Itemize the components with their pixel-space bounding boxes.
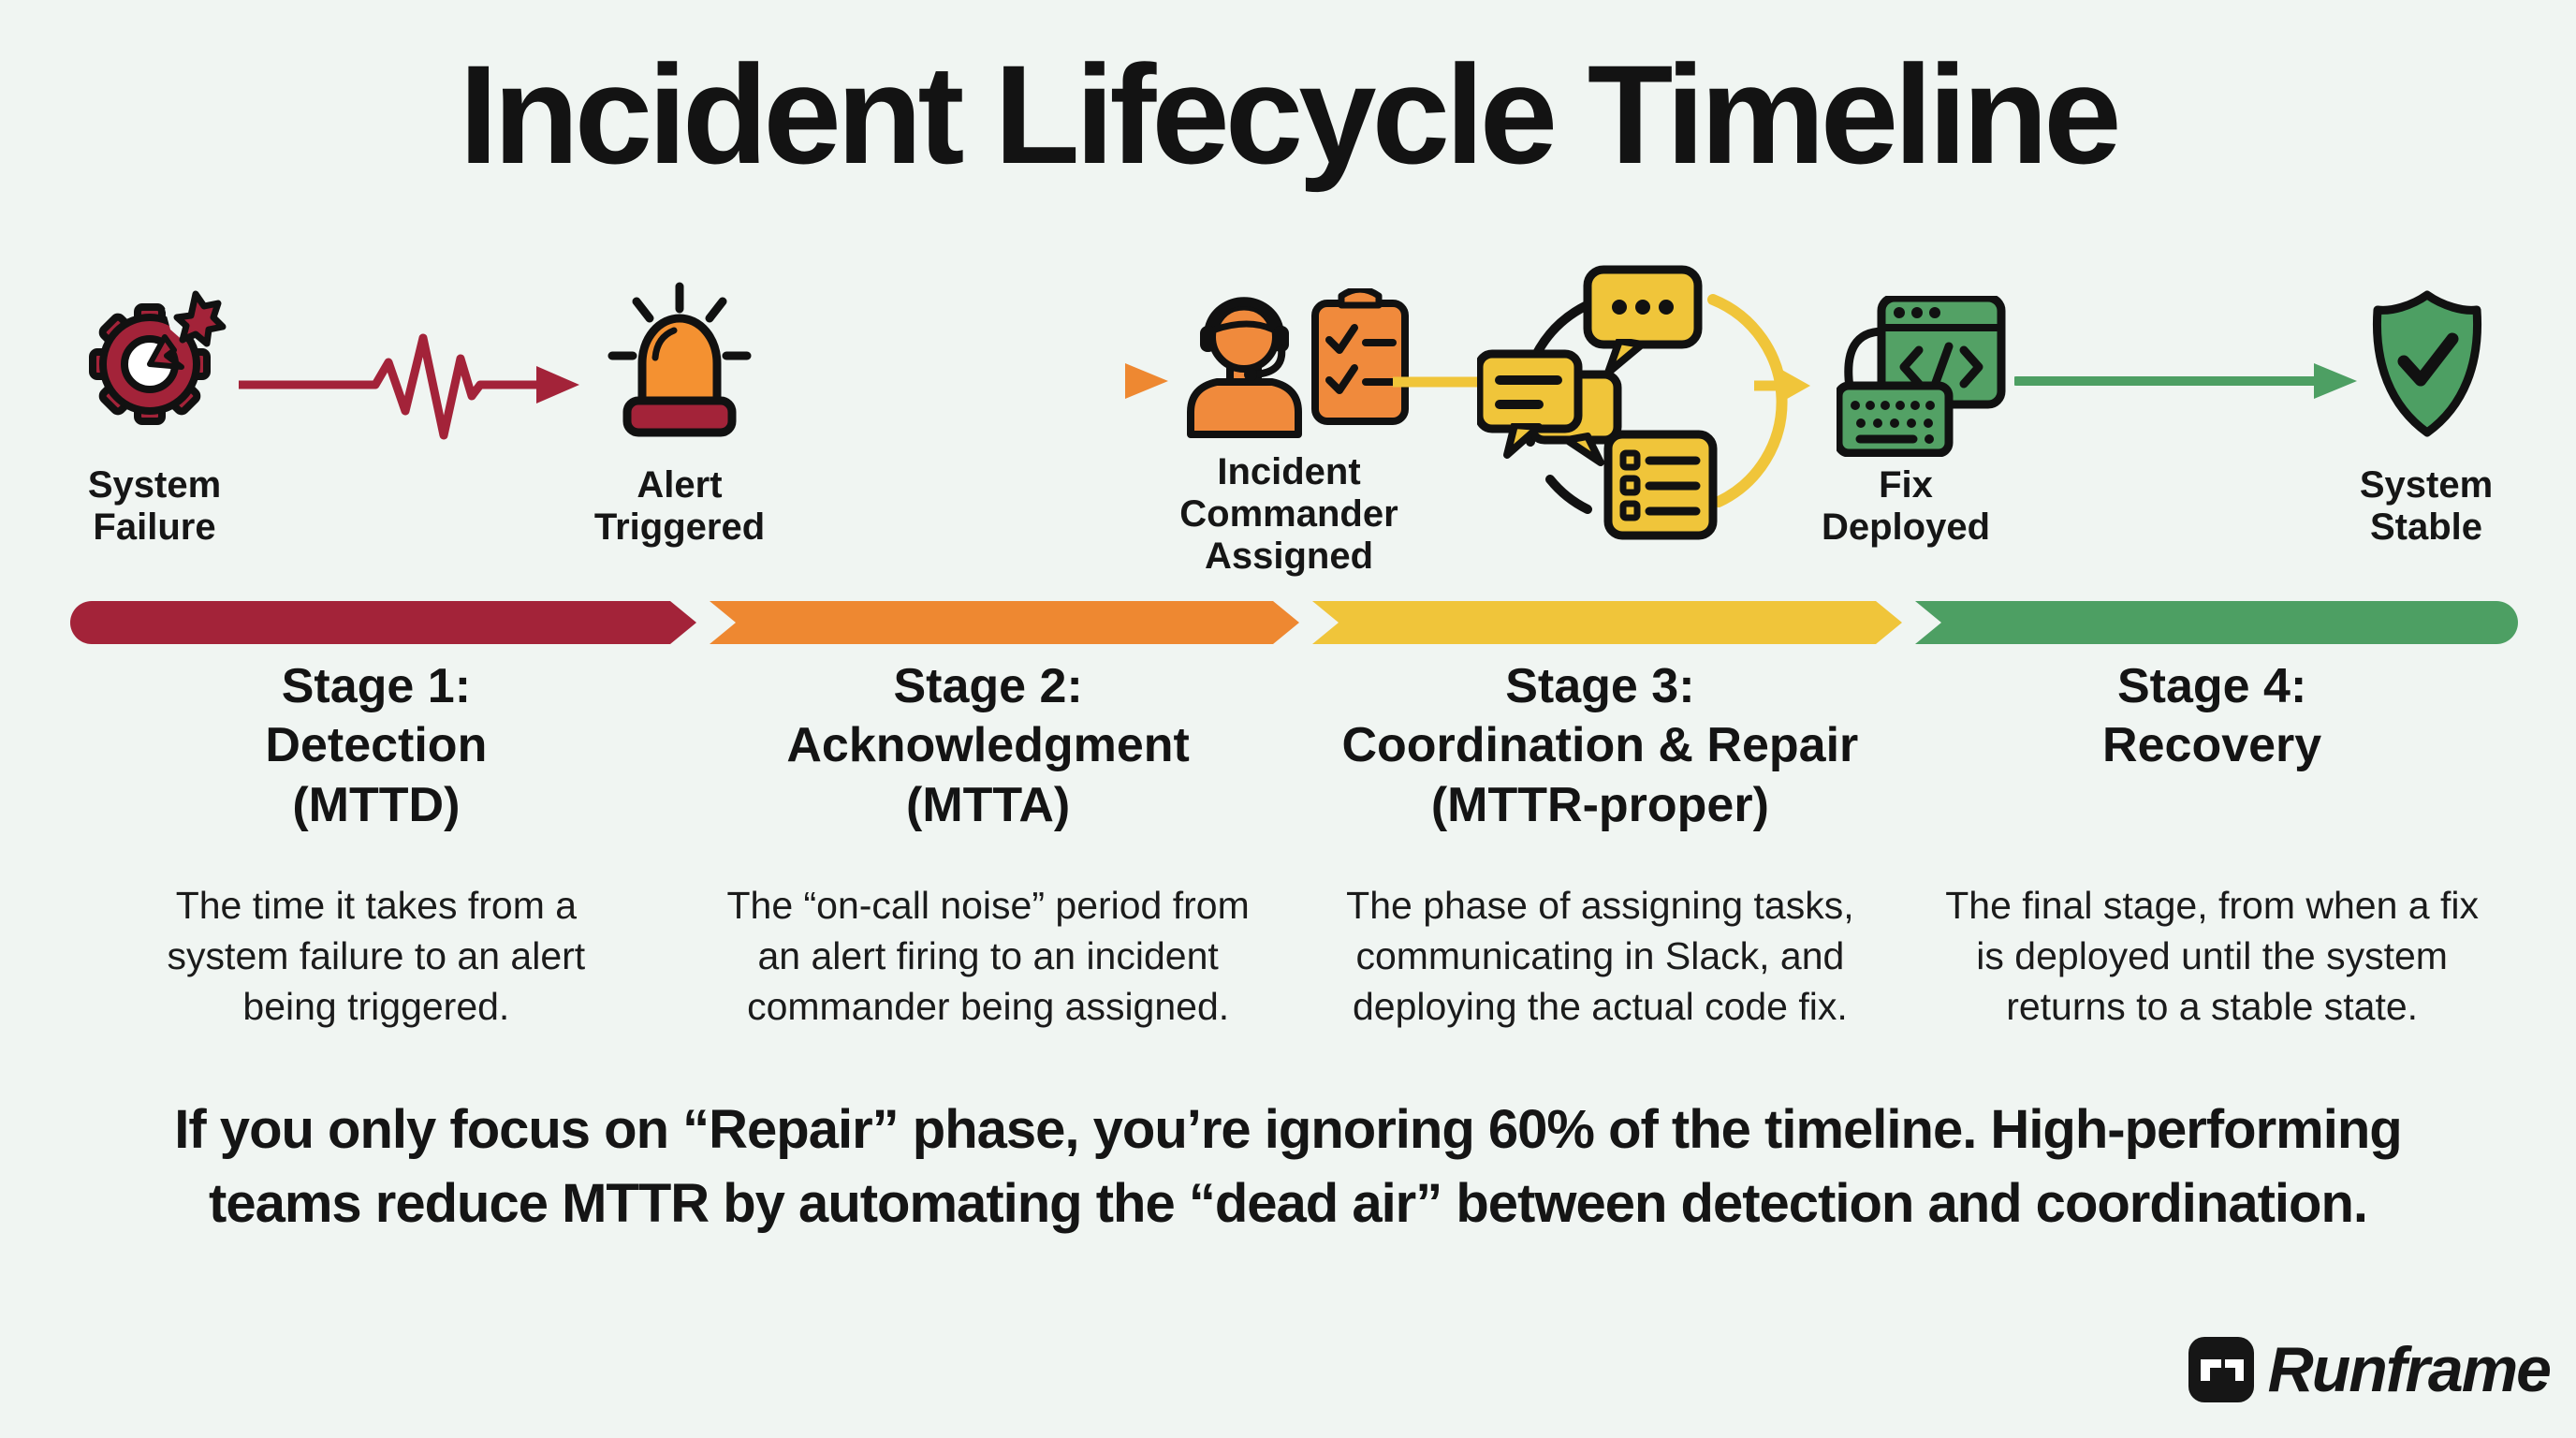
stage-2-title: Stage 2: Acknowledgment (MTTA): [786, 659, 1190, 832]
stage-column-2: Stage 2: Acknowledgment (MTTA) The “on-c…: [682, 657, 1295, 1032]
commander-headset-icon: [1187, 297, 1302, 438]
stage-3-title: Stage 3: Coordination & Repair (MTTR-pro…: [1341, 659, 1859, 832]
code-window-keyboard-icon: [1837, 296, 2006, 457]
brand-wordmark: Runframe: [2267, 1334, 2552, 1405]
timeline-segment-3: [1312, 601, 1902, 644]
stage-column-4: Stage 4: Recovery The final stage, from …: [1906, 657, 2518, 1032]
brand-logo: Runframe: [2188, 1333, 2552, 1406]
footnote-text: If you only focus on “Repair” phase, you…: [174, 1099, 2402, 1234]
stage-1-title: Stage 1: Detection (MTTD): [265, 659, 488, 832]
runframe-logo-icon: [2188, 1337, 2254, 1402]
straight-arrow-green: [2014, 363, 2357, 399]
timeline-segment-1: [70, 601, 696, 644]
checklist-clipboard-icon: [1311, 288, 1409, 425]
page-title: Incident Lifecycle Timeline: [459, 36, 2121, 193]
straight-arrow-orange: [766, 363, 1168, 399]
stages-row: Stage 1: Detection (MTTD) The time it ta…: [70, 657, 2518, 1032]
shield-check-icon: [2372, 290, 2482, 437]
stage-2-description: The “on-call noise” period from an alert…: [726, 884, 1250, 1029]
node-label-alert-triggered: Alert Triggered: [593, 464, 766, 549]
timeline-segment-2: [710, 601, 1299, 644]
stage-column-1: Stage 1: Detection (MTTD) The time it ta…: [70, 657, 682, 1032]
node-label-system-stable: System Stable: [2359, 464, 2494, 549]
timeline-bar: [70, 601, 2518, 644]
broken-gear-icon: [89, 290, 227, 425]
timeline-segment-4: [1915, 601, 2518, 644]
stage-4-description: The final stage, from when a fix is depl…: [1945, 884, 2479, 1029]
line-connector-yellow: [1393, 376, 1481, 388]
node-label-system-failure: System Failure: [87, 464, 222, 549]
stage-column-3: Stage 3: Coordination & Repair (MTTR-pro…: [1295, 657, 1907, 1032]
node-label-fix-deployed: Fix Deployed: [1821, 464, 1991, 549]
heartbeat-arrow: [239, 333, 579, 440]
stage-4-title: Stage 4: Recovery: [2102, 659, 2322, 773]
node-label-incident-commander: Incident Commander Assigned: [1179, 451, 1398, 578]
siren-icon: [607, 282, 752, 437]
stage-3-description: The phase of assigning tasks, communicat…: [1346, 884, 1854, 1029]
chat-bubbles-cycle-icon: [1477, 265, 1810, 540]
stage-1-description: The time it takes from a system failure …: [167, 884, 586, 1029]
